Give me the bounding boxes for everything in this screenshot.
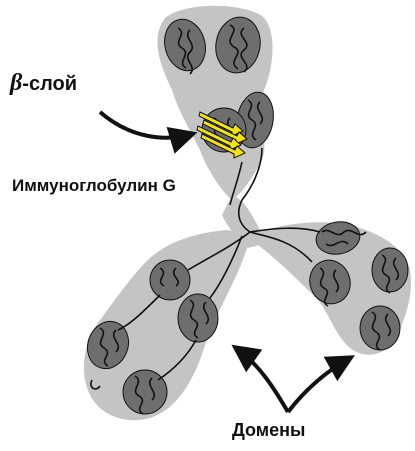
beta-sheet-pointer-arrow (100, 112, 192, 138)
domain-fc-2 (178, 294, 218, 342)
beta-symbol: β (10, 70, 22, 96)
beta-label-text: -слой (22, 73, 77, 95)
domains-label: Домены (232, 420, 305, 441)
domain-fc-1 (150, 260, 190, 300)
domain-fc-4 (123, 370, 167, 414)
beta-sheet-label: β-слой (10, 70, 77, 97)
domain-right-2 (372, 248, 408, 292)
domain-right-4 (360, 306, 400, 350)
domains-pointer-arrows (236, 348, 350, 412)
molecule-name-label: Иммуноглобулин G (12, 176, 176, 196)
